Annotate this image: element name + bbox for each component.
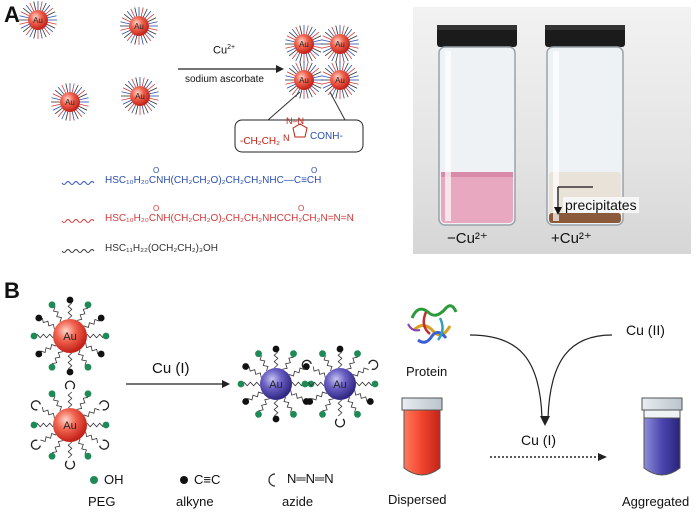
au-label: Au bbox=[63, 420, 76, 432]
au-nanoparticle-1: Au bbox=[19, 1, 57, 39]
protein-arrow bbox=[469, 334, 543, 419]
au-label: Au bbox=[299, 40, 309, 49]
azide-crescent-icon bbox=[268, 473, 276, 487]
au-cluster-particle-3: Au bbox=[285, 61, 323, 99]
vial-label-plus-cu: +Cu²⁺ bbox=[551, 230, 592, 247]
callout-line bbox=[267, 91, 301, 121]
au-label: Au bbox=[299, 76, 309, 85]
linked-au-particle-2: Au bbox=[301, 345, 379, 428]
callout-line bbox=[329, 91, 346, 121]
au-nanoparticle-2: Au bbox=[120, 7, 158, 45]
alkyne-dot-icon bbox=[180, 476, 188, 484]
peg-dot-icon bbox=[90, 476, 98, 484]
legend-azide-formula: HSC₁₀H₂₀CNH(CH₂CH₂O)₂CH₂CH₂NHCCH₂CH₂N=N=… bbox=[105, 213, 354, 224]
legend-alkyne-o1: O bbox=[153, 166, 160, 175]
au-cluster-particle-1: Au bbox=[285, 25, 323, 63]
merge-arrow-head bbox=[540, 416, 550, 426]
legend-alkyne-label: C≡C bbox=[194, 472, 221, 487]
au-label: Au bbox=[333, 379, 346, 391]
legend-azide-name: azide bbox=[282, 494, 314, 509]
legend-chain-azide bbox=[61, 219, 95, 223]
alkyne-au-nanoparticle: Au bbox=[30, 296, 110, 376]
legend-alkyne-name: alkyne bbox=[176, 494, 214, 509]
au-label: Au bbox=[335, 76, 345, 85]
panel-a-label: A bbox=[4, 2, 20, 27]
triazole-right: CONH- bbox=[310, 131, 343, 142]
triazole-left: -CH₂CH₂ bbox=[240, 136, 280, 147]
dispersed-tube bbox=[401, 397, 443, 476]
legend-alkyne-o2: O bbox=[311, 166, 318, 175]
au-cluster-particle-4: Au bbox=[321, 61, 359, 99]
vial-with-cu bbox=[545, 25, 625, 226]
vial-label-minus-cu: −Cu²⁺ bbox=[447, 230, 488, 247]
triazole-n-left: N bbox=[283, 133, 290, 143]
reaction-arrow-b-head bbox=[222, 380, 230, 388]
panel-b-label: B bbox=[4, 278, 20, 303]
au-label: Au bbox=[63, 331, 76, 343]
au-label: Au bbox=[269, 379, 282, 391]
azide-au-nanoparticle: Au bbox=[30, 380, 110, 470]
triazole-n-top: N–N bbox=[286, 116, 305, 126]
au-cluster-particle-2: Au bbox=[321, 25, 359, 63]
cu-ii-arrow bbox=[547, 334, 613, 419]
legend-azide-o1: O bbox=[153, 204, 160, 213]
reagent-cu-i: Cu (I) bbox=[152, 360, 190, 377]
legend-chain-alkyne bbox=[61, 181, 95, 185]
legend-chain-peg bbox=[61, 249, 95, 253]
legend-peg-label: OH bbox=[104, 472, 124, 487]
dispersed-label: Dispersed bbox=[388, 492, 447, 507]
vials-photo: precipitates −Cu²⁺ +Cu²⁺ bbox=[413, 7, 691, 254]
aggregated-label: Aggregated bbox=[622, 494, 690, 509]
au-label: Au bbox=[335, 40, 345, 49]
au-nanoparticle-3: Au bbox=[51, 83, 89, 121]
au-label: Au bbox=[33, 16, 43, 25]
au-nanoparticle-4: Au bbox=[121, 77, 159, 115]
precipitates-label: precipitates bbox=[563, 197, 639, 213]
legend-azide-o2: O bbox=[298, 204, 305, 213]
legend-peg-formula: HSC₁₁H₂₂(OCH₂CH₂)₃OH bbox=[105, 243, 219, 254]
triazole-ring bbox=[292, 123, 308, 138]
cu-i-arrow-head bbox=[598, 453, 607, 461]
protein-icon bbox=[407, 304, 458, 344]
triazole-box bbox=[234, 119, 364, 153]
cu-i-label: Cu (I) bbox=[521, 432, 556, 448]
cu-ii-label: Cu (II) bbox=[626, 322, 665, 338]
reagent-ascorbate: sodium ascorbate bbox=[185, 74, 264, 85]
reaction-arrow-a-head bbox=[276, 65, 284, 73]
protein-label: Protein bbox=[406, 364, 448, 379]
legend-alkyne-formula: HSC₁₀H₂₀CNH(CH₂CH₂O)₂CH₂CH₂NHC—C≡CH bbox=[105, 175, 322, 186]
au-label: Au bbox=[135, 92, 145, 101]
aggregated-tube bbox=[641, 397, 683, 476]
reagent-cu2: Cu2+ bbox=[213, 44, 236, 57]
vial-without-cu bbox=[437, 25, 517, 226]
au-label: Au bbox=[65, 98, 75, 107]
au-label: Au bbox=[134, 22, 144, 31]
legend-azide-label: N═N═N bbox=[287, 471, 334, 486]
legend-peg-name: PEG bbox=[88, 494, 116, 509]
